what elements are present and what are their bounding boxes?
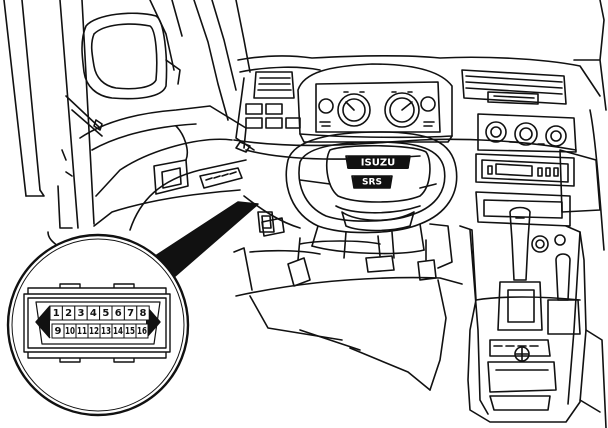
climate-control-panel xyxy=(477,113,577,153)
connector-pin-number: 10 xyxy=(65,326,75,337)
dlc-port-location xyxy=(261,217,285,237)
connector-pin-number: 13 xyxy=(101,326,111,337)
center-air-vent xyxy=(461,69,567,105)
floor xyxy=(235,276,463,391)
door-panel xyxy=(47,105,247,249)
connector-pin-number: 15 xyxy=(125,326,135,337)
lower-dash xyxy=(243,195,453,269)
steering-hub-logo: ISUZU xyxy=(347,156,409,169)
airbag-badge: SRS xyxy=(353,176,391,188)
obd-connector xyxy=(23,283,171,363)
connector-pin-number: 7 xyxy=(127,308,134,319)
radio-unit xyxy=(475,153,575,187)
door-frame xyxy=(3,0,251,229)
connector-pin-number: 6 xyxy=(115,308,122,319)
connector-pin-number: 9 xyxy=(55,326,62,337)
left-air-vent xyxy=(235,71,301,153)
connector-pin-cell xyxy=(136,305,150,321)
passenger-floor xyxy=(579,329,607,428)
connector-pin-number: 11 xyxy=(77,326,87,337)
connector-pin-number: 12 xyxy=(89,326,99,337)
connector-pin-number: 1 xyxy=(53,308,60,319)
connector-pin-number: 2 xyxy=(65,308,72,319)
airbag-label-text: SRS xyxy=(362,178,382,188)
connector-pin-number: 14 xyxy=(113,326,123,337)
connector-pin-cell xyxy=(135,323,149,339)
connector-pin-number: 4 xyxy=(90,308,97,319)
connector-pin-number: 16 xyxy=(137,326,147,337)
gear-shifter xyxy=(497,206,581,362)
connector-pin-number: 3 xyxy=(78,308,85,319)
connector-pin-number: 5 xyxy=(102,308,109,319)
side-mirror xyxy=(81,12,181,100)
connector-pin-number: 8 xyxy=(140,308,147,319)
instrument-cluster xyxy=(297,63,453,143)
storage-pocket xyxy=(475,191,571,227)
center-console xyxy=(459,225,587,423)
steering-logo-text: ISUZU xyxy=(361,158,395,169)
